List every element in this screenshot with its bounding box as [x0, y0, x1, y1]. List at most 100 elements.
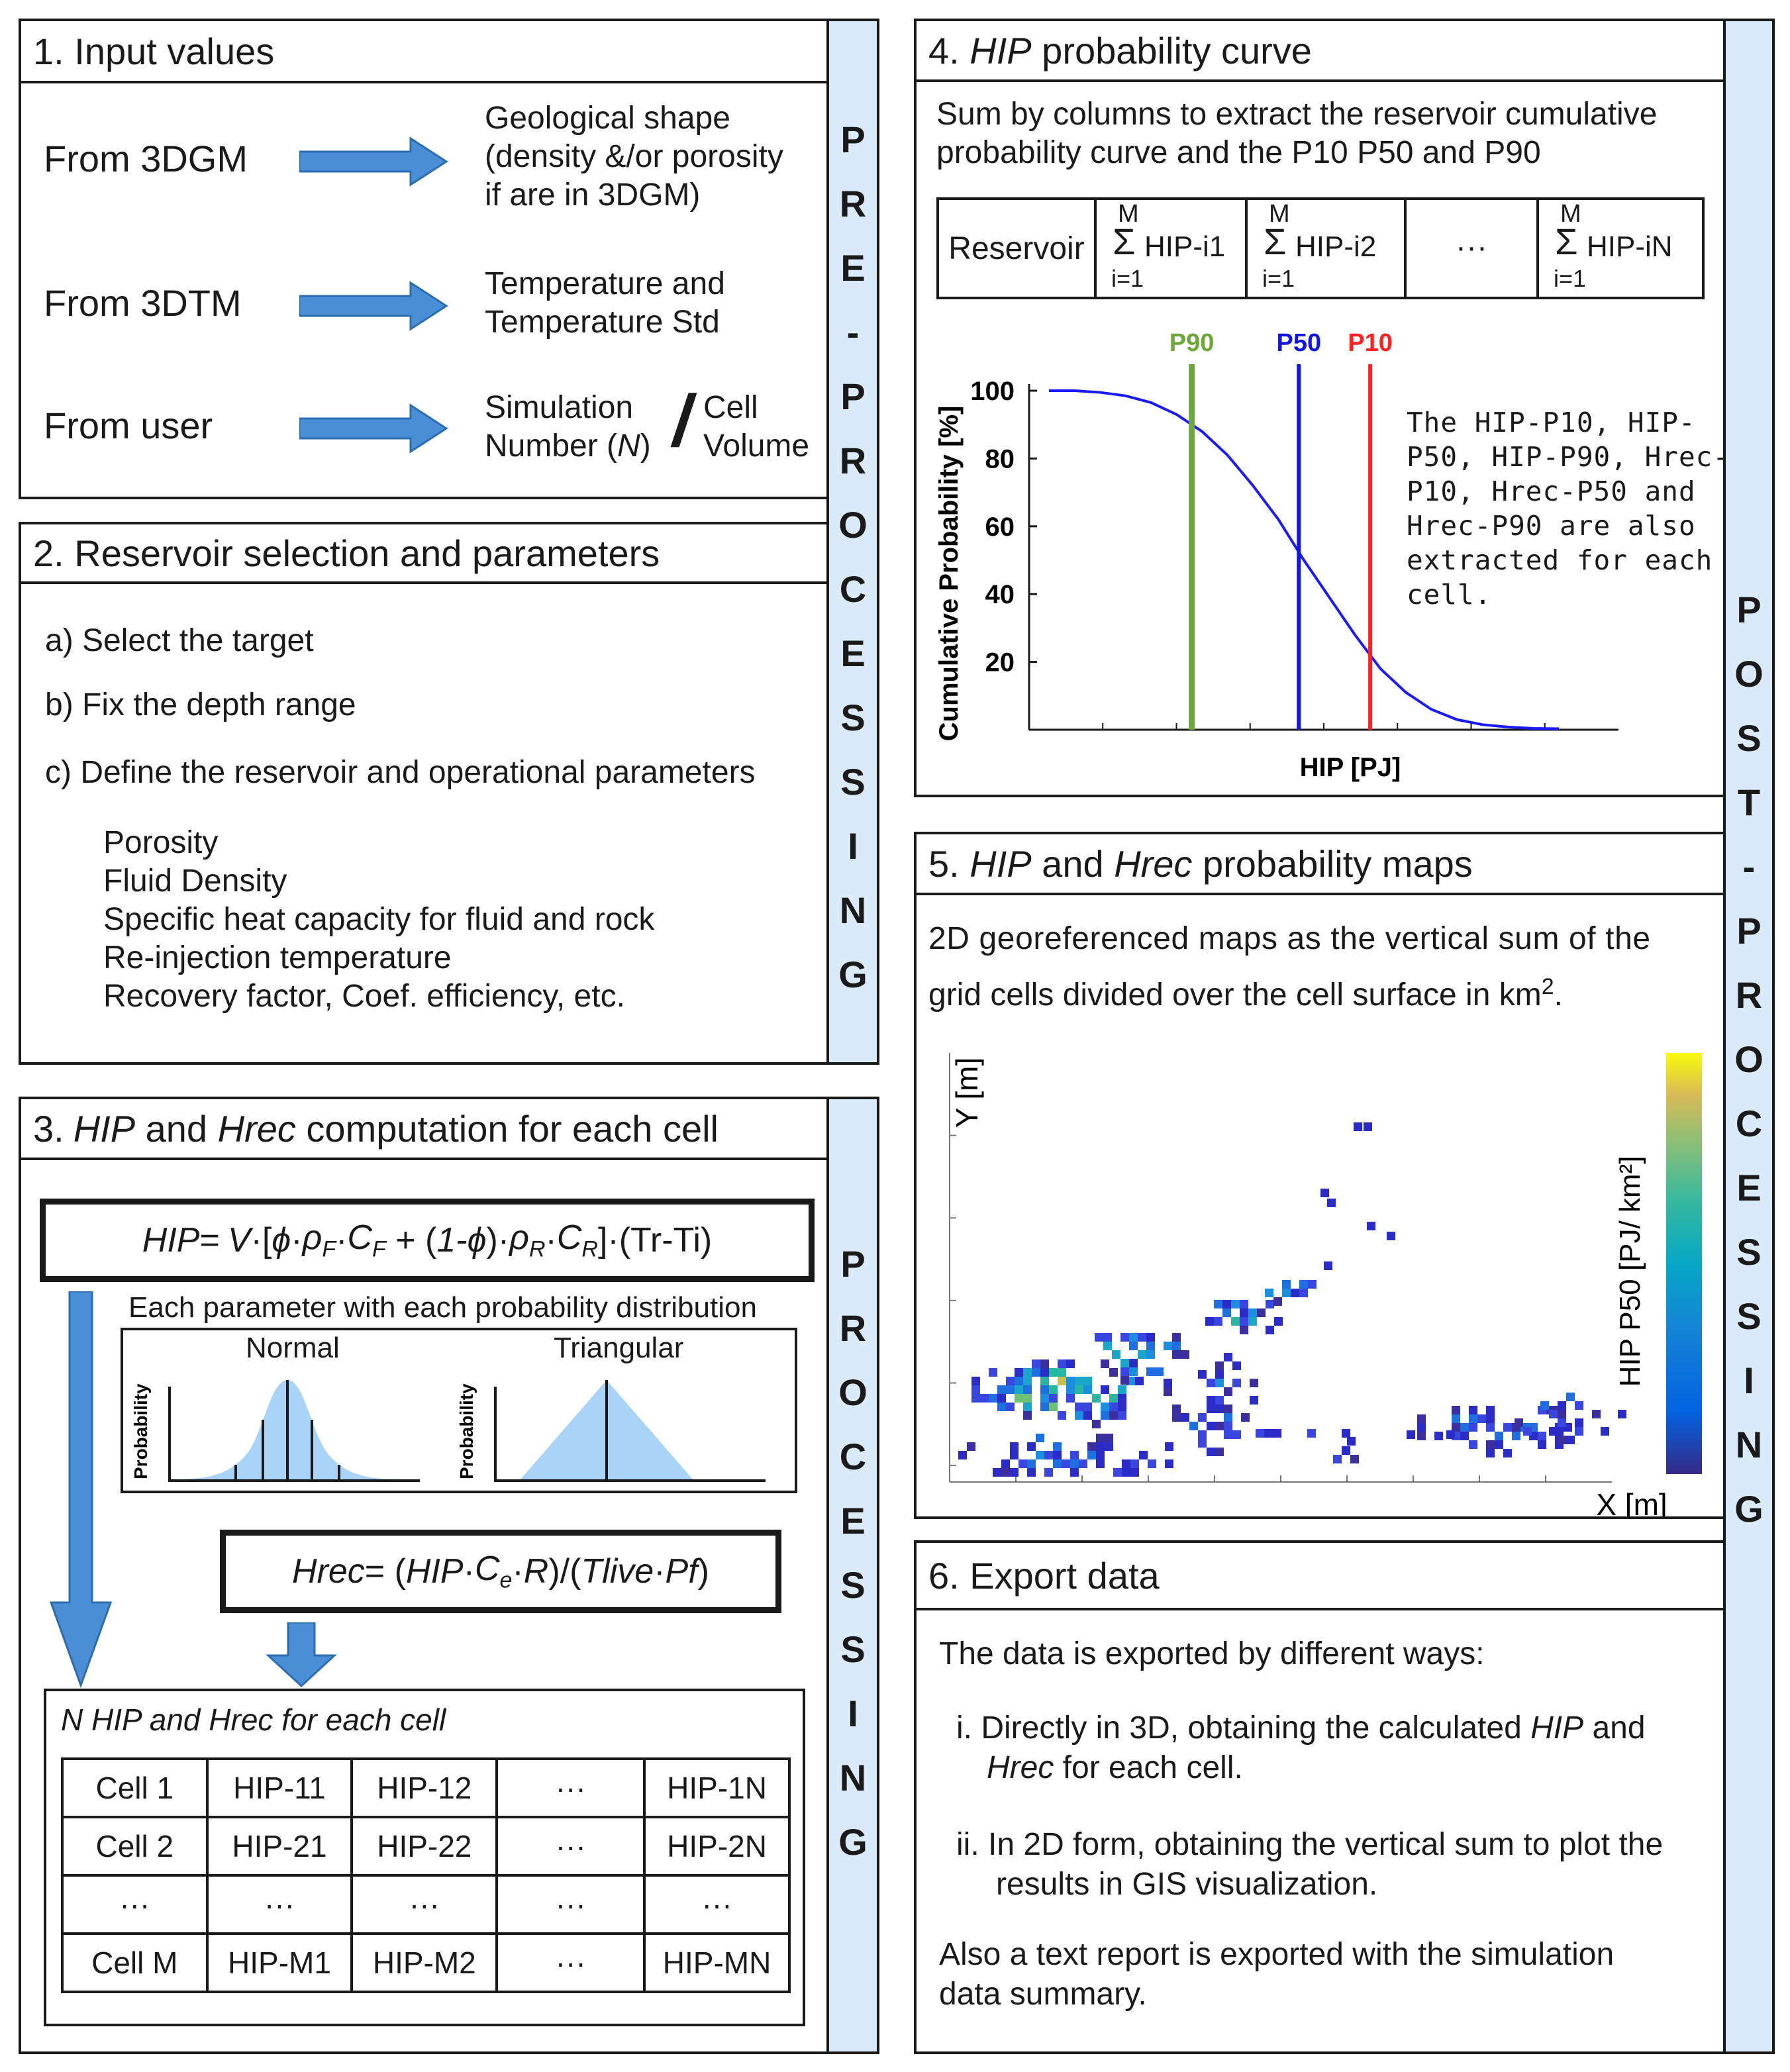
extraction-note: The HIP-P10, HIP-P50, HIP-P90, Hrec-P10,…: [1407, 407, 1730, 611]
table-cell: ···: [350, 1874, 499, 1935]
map-cell: [1172, 1333, 1181, 1342]
simulation-number-text: Simulation Number (N): [485, 390, 651, 464]
table-cell: HIP-M2: [350, 1932, 499, 1993]
map-cell: [1495, 1440, 1503, 1449]
table-cell: ···: [643, 1874, 791, 1935]
band-letter: R: [839, 440, 867, 481]
map-cell: [1307, 1429, 1316, 1438]
band-letter: R: [839, 183, 867, 224]
sum-column-cell: ···: [1407, 200, 1539, 297]
map-cell: [1469, 1440, 1477, 1449]
band-letter: I: [1744, 1359, 1754, 1401]
map-cell: [1146, 1342, 1155, 1350]
map-cell: [1146, 1333, 1155, 1342]
map-cell: [1087, 1451, 1096, 1459]
map-cell: [1079, 1459, 1087, 1468]
band-letter: R: [1735, 974, 1763, 1016]
map-cell: [1248, 1308, 1257, 1317]
map-cell: [1452, 1414, 1460, 1423]
map-cell: [1549, 1410, 1558, 1418]
map-cell: [1049, 1385, 1058, 1394]
export-outro: Also a text report is exported with the …: [939, 1937, 1615, 2012]
map-cell: [1320, 1189, 1329, 1197]
probability-axis-label: Probability: [130, 1383, 151, 1479]
map-cell: [1118, 1411, 1126, 1420]
map-cell: [1205, 1317, 1214, 1326]
band-letter: S: [840, 1564, 866, 1606]
table-cell: ···: [495, 1757, 646, 1818]
map-cell: [1129, 1359, 1138, 1367]
map-cell: [1515, 1418, 1523, 1427]
marker-label-p90: P90: [1169, 329, 1215, 357]
map-cell: [967, 1442, 975, 1451]
map-cell: [1558, 1418, 1566, 1427]
map-cell: [1566, 1436, 1575, 1444]
map-cell: [1049, 1403, 1058, 1411]
map-cell: [1274, 1317, 1283, 1326]
map-cell: [1049, 1368, 1058, 1377]
map-cell: [1053, 1451, 1062, 1459]
map-cell: [1224, 1430, 1232, 1439]
table-cell: HIP-11: [205, 1757, 354, 1818]
map-cell: [1109, 1403, 1118, 1411]
param-fluid-density: Fluid Density: [103, 863, 287, 899]
map-cell: [1460, 1423, 1469, 1432]
map-cell: [1558, 1401, 1566, 1410]
map-cell: [1224, 1422, 1232, 1430]
map-cell: [1101, 1403, 1109, 1411]
map-cell: [1207, 1379, 1215, 1387]
map-cell: [989, 1368, 997, 1377]
map-cell: [1146, 1350, 1155, 1359]
map-cell: [1257, 1308, 1266, 1317]
map-cell: [1460, 1432, 1469, 1440]
band-letter: P: [1736, 589, 1762, 630]
sum-lower-limit: i=1: [1262, 265, 1295, 292]
map-cell: [1215, 1361, 1224, 1370]
map-cell: [1486, 1414, 1495, 1423]
band-letter: -: [1742, 846, 1756, 887]
map-cell: [1122, 1459, 1130, 1468]
band-letter: S: [840, 697, 866, 738]
map-cell: [1469, 1414, 1477, 1423]
map-cell: [1066, 1377, 1075, 1385]
map-cell: [1224, 1405, 1232, 1413]
arrow-right-icon: [299, 136, 448, 187]
map-cell: [1036, 1451, 1044, 1459]
map-cell: [1198, 1439, 1207, 1448]
map-cell: [1367, 1222, 1375, 1230]
map-cell: [1083, 1411, 1092, 1420]
band-letter: S: [1736, 717, 1762, 759]
table-row: ···············: [61, 1874, 791, 1935]
map-cell: [1032, 1359, 1040, 1368]
table-cell: HIP-22: [350, 1816, 499, 1877]
map-cell: [1023, 1377, 1032, 1385]
map-cell: [1105, 1442, 1113, 1451]
map-cell: [1096, 1442, 1105, 1451]
map-cell: [1129, 1367, 1138, 1376]
map-cell: [1027, 1442, 1036, 1451]
band-letter: G: [838, 1821, 868, 1863]
map-cell: [997, 1403, 1006, 1411]
map-cell: [1027, 1468, 1036, 1477]
reservoir-cell: Reservoir: [939, 200, 1097, 297]
map-cell: [1452, 1423, 1460, 1432]
band-letter: P: [840, 1243, 866, 1285]
y-tick-label: 20: [985, 648, 1015, 677]
section-reservoir-selection: 2. Reservoir selection and parameters a)…: [19, 522, 829, 1065]
map-cell: [1164, 1379, 1172, 1387]
y-tick-label: 100: [970, 377, 1015, 406]
map-cell: [1105, 1434, 1113, 1442]
map-cell: [1189, 1422, 1198, 1430]
map-cell: [1040, 1385, 1049, 1394]
map-cell: [1066, 1394, 1075, 1403]
map-cell: [1095, 1333, 1103, 1342]
map-cell: [971, 1394, 980, 1403]
param-heat-capacity: Specific heat capacity for fluid and roc…: [103, 902, 655, 937]
table-cell: Cell M: [61, 1932, 209, 1993]
map-cell: [1023, 1411, 1032, 1420]
arrow-right-icon: [299, 281, 448, 331]
